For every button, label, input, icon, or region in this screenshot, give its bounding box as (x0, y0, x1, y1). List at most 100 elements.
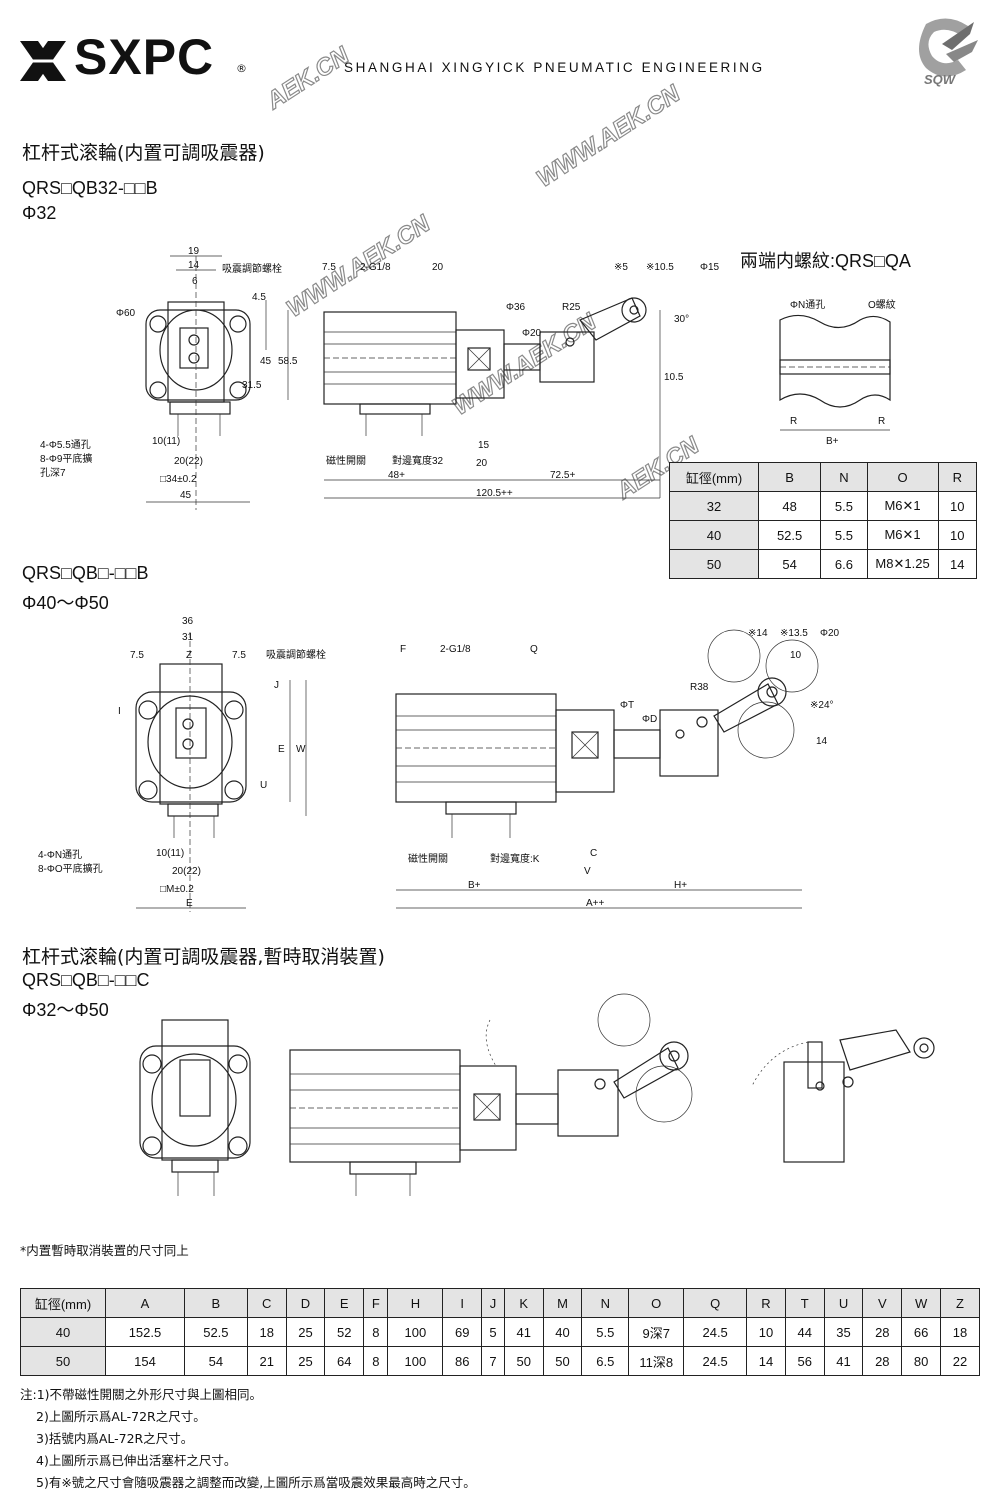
dim-label: Q (530, 644, 538, 655)
dim-label: 7.5 (130, 650, 144, 661)
dim-label: 48+ (388, 470, 405, 481)
table-cell: 14 (937, 549, 978, 579)
dim-label: 4.5 (252, 292, 266, 303)
dim-label: 2-G1/8 (440, 644, 471, 655)
table-cell: 18 (939, 1317, 981, 1347)
dim-label: □34±0.2 (160, 474, 197, 485)
table-cell: 9深7 (628, 1317, 685, 1347)
table-header: W (901, 1288, 941, 1318)
dim-label: 19 (188, 246, 200, 257)
dim-label: ※24° (810, 700, 834, 711)
dim-label: R25 (562, 302, 581, 313)
label-hole: 4-Φ5.5通孔 (40, 439, 91, 451)
dim-label: 45 (260, 356, 272, 367)
table-cell: 5.5 (820, 491, 868, 521)
dim-label: 120.5++ (476, 488, 513, 499)
table-cell: 52.5 (757, 520, 822, 550)
table-cell: 64 (324, 1346, 365, 1376)
table-header: O (866, 462, 939, 492)
table-cell: 10 (937, 491, 978, 521)
table-header: B (757, 462, 822, 492)
label-hole: 4-ΦN通孔 (38, 849, 82, 861)
table-row: 50 154 54 21 25 64 8 100 86 7 50 50 6.5 … (20, 1346, 981, 1376)
table-cell: 35 (823, 1317, 864, 1347)
table-cell: 52.5 (183, 1317, 248, 1347)
table-cell: 54 (183, 1346, 248, 1376)
dim-label: 20(22) (174, 456, 203, 467)
table-cell: 21 (246, 1346, 287, 1376)
note-2: 2)上圖所示爲AL-72R之尺寸。 (36, 1409, 206, 1424)
front-view-32 (145, 255, 289, 510)
dim-label: □M±0.2 (160, 884, 194, 895)
dim-label: 31.5 (242, 380, 262, 391)
brand-logo: SXPC (20, 28, 214, 86)
table-header: T (784, 1288, 825, 1318)
table-cell: 5.5 (581, 1317, 630, 1347)
table-cell: 80 (901, 1346, 941, 1376)
table-header: Q (683, 1288, 748, 1318)
side-view-40-50 (395, 629, 819, 909)
dim-label: H+ (674, 880, 687, 891)
table-cell: 56 (784, 1346, 825, 1376)
dim-label: 15 (478, 440, 490, 451)
label-flat-width: 對邊寬度32 (392, 454, 444, 467)
dim-label: F (400, 644, 406, 655)
dim-label: 31 (182, 632, 194, 643)
table-cell: 40 (669, 520, 759, 550)
dim-label: 72.5+ (550, 470, 575, 481)
label-o-thread: O螺紋 (868, 298, 896, 311)
note-5: 5)有※號之尺寸會隨吸震器之調整而改變,上圖所示爲當吸震效果最高時之尺寸。 (36, 1475, 476, 1490)
dim-label: R (878, 416, 885, 427)
table-cell: M6✕1 (866, 520, 939, 550)
dim-label: 10(11) (152, 436, 180, 447)
table-cell: 24.5 (683, 1317, 748, 1347)
label-hole: 8-Φ9平底擴 (40, 452, 92, 465)
dim-label: 45 (180, 490, 192, 501)
dim-label: I (118, 706, 121, 717)
table-header: 缸徑(mm) (20, 1288, 106, 1318)
dim-label: U (260, 780, 267, 791)
table-header: R (937, 462, 978, 492)
dim-label: A++ (586, 898, 605, 909)
table-cell: 154 (105, 1346, 185, 1376)
table-header: M (542, 1288, 583, 1318)
brand-name: SXPC (74, 29, 215, 85)
front-view-cancel (139, 1019, 251, 1196)
dim-label: 10(11) (156, 848, 184, 859)
side-view-32 (323, 297, 661, 499)
table-cell: 50 (542, 1346, 583, 1376)
table-cell: 28 (862, 1346, 903, 1376)
dim-label: J (274, 680, 279, 691)
dim-label: 20(22) (172, 866, 201, 877)
table-cell: 41 (503, 1317, 544, 1347)
dim-label: Φ20 (820, 628, 840, 639)
dim-label: 7.5 (232, 650, 246, 661)
table-cell: 14 (746, 1346, 786, 1376)
table-cell: 152.5 (105, 1317, 185, 1347)
dimension-table: 缸徑(mm) A B C D E F H I J K M N O Q R T U… (20, 1288, 981, 1376)
dim-label: B+ (468, 880, 481, 891)
dim-label: ※10.5 (646, 262, 674, 273)
dim-label: E (278, 744, 285, 755)
sqw-logo-text: SQW (924, 72, 956, 87)
table-cell: 8 (363, 1346, 389, 1376)
watermark: WWW.AEK.CN (531, 80, 685, 194)
dim-label: ΦT (620, 700, 634, 711)
table-cell: 100 (387, 1317, 444, 1347)
label-flat-width: 對邊寬度:K (490, 852, 540, 865)
table-cell: 86 (442, 1346, 483, 1376)
table-header: V (862, 1288, 903, 1318)
table-cell: 48 (757, 491, 822, 521)
table-header: C (246, 1288, 287, 1318)
dim-label: 10 (790, 650, 802, 661)
table-cell: 32 (669, 491, 759, 521)
table-header: 缸徑(mm) (669, 462, 759, 492)
section1-drawing: 19 14 6 Φ60 4.5 45 58.5 31.5 10(11) 20(2… (40, 246, 720, 510)
note-3: 3)括號内爲AL-72R之尺寸。 (36, 1431, 194, 1446)
table-cell: 6.6 (820, 549, 868, 579)
label-mag-switch: 磁性開關 (408, 852, 448, 865)
table-header: N (820, 462, 868, 492)
table-cell: 18 (246, 1317, 287, 1347)
